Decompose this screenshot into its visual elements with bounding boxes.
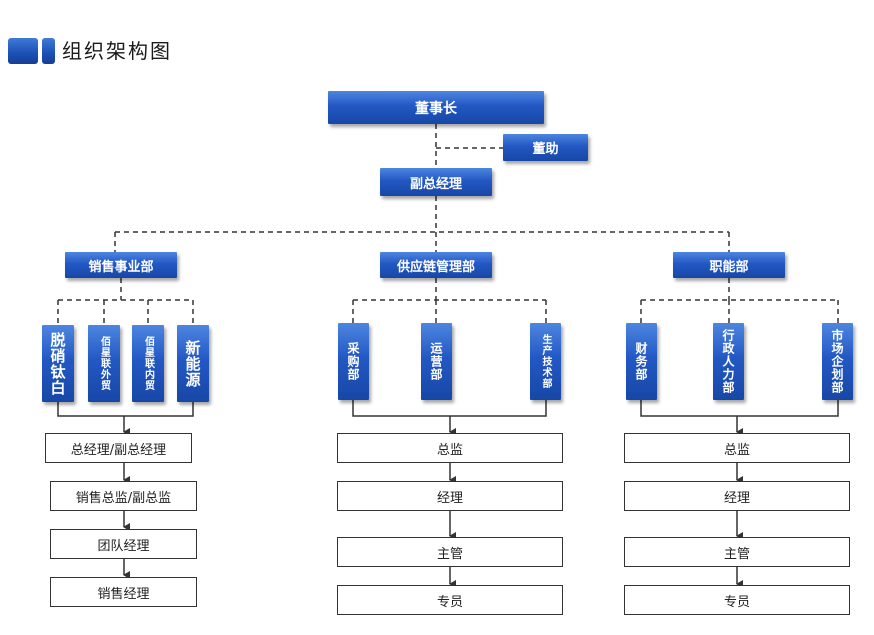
supply-chain-manager: 经理	[337, 481, 563, 511]
vice-gm-box: 副总经理	[380, 168, 492, 196]
func-chain-supervisor: 主管	[624, 537, 850, 567]
func-sub-admin-hr: 行政人力部	[713, 323, 744, 400]
supply-chain-director: 总监	[337, 433, 563, 463]
sales-sub-tio2: 脱硝钛白	[42, 325, 74, 402]
func-sub-finance: 财务部	[626, 323, 657, 400]
sales-sub-foreign-trade: 佰星联外贸	[88, 325, 120, 402]
func-chain-manager: 经理	[624, 481, 850, 511]
func-sub-marketing: 市场企划部	[822, 323, 853, 400]
supply-chain-specialist: 专员	[337, 585, 563, 615]
sales-chain-gm: 总经理/副总经理	[45, 433, 192, 463]
supply-sub-purchasing: 采购部	[338, 323, 369, 400]
dept-supply-chain-box: 供应链管理部	[380, 252, 492, 278]
title-icon-left	[8, 38, 38, 64]
chairman-box: 董事长	[328, 91, 544, 124]
title-icon-right	[42, 38, 55, 64]
supply-chain-supervisor: 主管	[337, 537, 563, 567]
func-chain-specialist: 专员	[624, 585, 850, 615]
dept-sales-box: 销售事业部	[65, 252, 177, 278]
func-chain-director: 总监	[624, 433, 850, 463]
sales-sub-domestic-trade: 佰星联内贸	[132, 325, 164, 402]
sales-chain-director: 销售总监/副总监	[50, 481, 197, 511]
assistant-box: 董助	[503, 134, 588, 161]
dept-functional-box: 职能部	[673, 252, 785, 278]
sales-chain-sales-manager: 销售经理	[50, 577, 197, 607]
page-title: 组织架构图	[62, 39, 172, 63]
supply-sub-production-tech: 生产技术部	[530, 323, 561, 400]
sales-sub-new-energy: 新能源	[177, 325, 209, 402]
sales-chain-team-manager: 团队经理	[50, 529, 197, 559]
supply-sub-operations: 运营部	[421, 323, 452, 400]
